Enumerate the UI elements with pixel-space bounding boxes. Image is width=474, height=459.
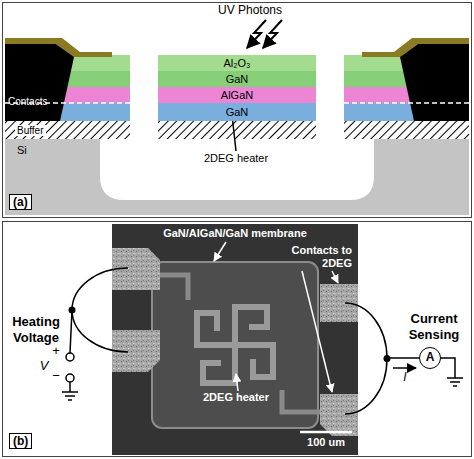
buffer-layer bbox=[344, 121, 469, 139]
ground-symbol bbox=[447, 378, 463, 386]
back-etch-cavity bbox=[100, 139, 374, 200]
panel-letter: (a) bbox=[9, 194, 32, 210]
wire bbox=[440, 358, 455, 378]
silicon-substrate bbox=[5, 139, 469, 215]
layer-band: GaN bbox=[158, 71, 316, 87]
annotation: Contacts to 2DEG bbox=[270, 244, 352, 270]
leader-arrow bbox=[214, 242, 226, 261]
layer-name: AlGaN bbox=[221, 89, 253, 101]
contact-metal bbox=[5, 44, 74, 121]
2deg-line bbox=[344, 102, 469, 104]
annotation: Contacts bbox=[8, 96, 60, 108]
annotation: GaN/AlGaN/GaN membrane bbox=[130, 227, 340, 240]
annotation: V bbox=[37, 358, 51, 374]
layer-band: AlGaN bbox=[158, 87, 316, 103]
layer-name: GaN bbox=[226, 73, 249, 85]
annotation: + bbox=[50, 343, 62, 359]
layer-band: Si bbox=[5, 139, 95, 169]
wire bbox=[72, 268, 128, 352]
layer-name: Si bbox=[17, 144, 27, 156]
annotation: 2DEG heater bbox=[186, 391, 286, 404]
heater-arm bbox=[203, 345, 235, 383]
annotation: − bbox=[50, 368, 62, 384]
heater-pattern bbox=[197, 307, 273, 383]
layer-band: Buffer bbox=[5, 121, 130, 139]
layer-band: GaN bbox=[158, 103, 316, 121]
heater-arm bbox=[235, 307, 267, 345]
sem-image bbox=[112, 224, 358, 455]
layer-name: A bbox=[426, 351, 435, 364]
buffer-layer bbox=[158, 121, 316, 139]
contact-metal bbox=[400, 44, 469, 121]
photon-bolt bbox=[247, 20, 266, 48]
leader-arrow bbox=[236, 374, 238, 391]
layer-name: Al₂O₃ bbox=[223, 57, 250, 69]
layer-name: Buffer bbox=[15, 125, 46, 136]
wire bbox=[387, 357, 420, 359]
panel-frame bbox=[3, 3, 472, 218]
annotation: Current Sensing bbox=[398, 311, 470, 342]
terminal bbox=[66, 353, 74, 361]
wire bbox=[69, 382, 71, 392]
leader-arrow bbox=[302, 271, 332, 392]
ammeter-circle: A bbox=[419, 347, 441, 369]
terminal bbox=[66, 374, 74, 382]
layer-band: Al₂O₃ bbox=[158, 55, 316, 71]
heater-arm bbox=[197, 313, 235, 345]
wire bbox=[345, 303, 387, 414]
panel-letter: (b) bbox=[9, 433, 32, 449]
heater-trace bbox=[282, 390, 320, 412]
current-arrow bbox=[393, 367, 416, 369]
annotation: 2DEG heater bbox=[186, 152, 286, 165]
annotation: I bbox=[398, 370, 412, 384]
layer-name: GaN bbox=[226, 106, 249, 118]
photon-bolt bbox=[263, 20, 282, 48]
heater-trace bbox=[160, 275, 188, 300]
annotation: Heating Voltage bbox=[2, 314, 70, 345]
panel-frame bbox=[3, 222, 472, 457]
annotation: UV Photons bbox=[195, 3, 305, 17]
scale-bar bbox=[300, 431, 352, 434]
ground-symbol bbox=[62, 392, 78, 400]
wire bbox=[70, 310, 72, 353]
buffer-layer bbox=[5, 121, 130, 139]
membrane-outline bbox=[152, 262, 318, 428]
heater-arm bbox=[235, 345, 273, 377]
annotation: 100 um bbox=[296, 436, 356, 449]
contact-pad bbox=[320, 394, 358, 436]
leader-arrow bbox=[332, 271, 338, 283]
